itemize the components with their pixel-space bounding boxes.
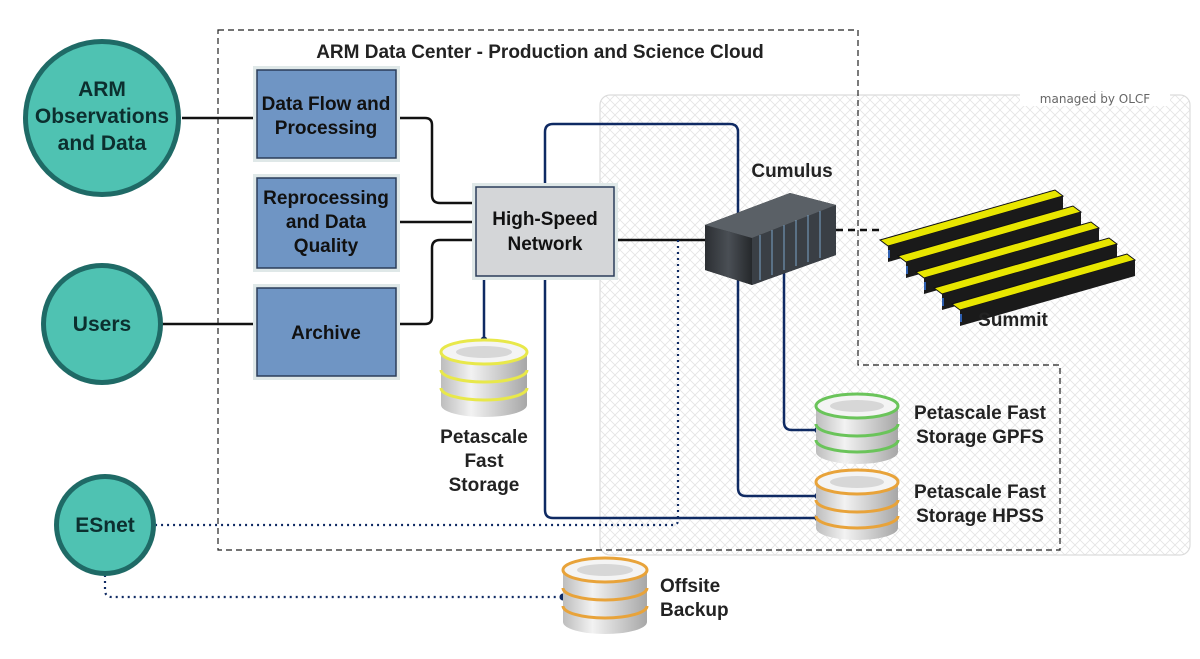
petascale-storage-icon	[439, 338, 529, 417]
arm-line-2: Observations	[35, 105, 169, 128]
high-speed-network-box: High-Speed Network	[472, 183, 618, 280]
link-network-to-esnet	[156, 240, 680, 527]
cumulus-label: Cumulus	[751, 161, 832, 182]
link-cumulus-to-gpfs	[782, 262, 818, 432]
reprocessing-line-2: and Data	[286, 212, 367, 233]
data-flow-line-2: Processing	[275, 118, 377, 139]
link-esnet-to-offsite	[103, 575, 563, 599]
hpss-storage-icon	[814, 468, 900, 540]
offsite-line-2: Backup	[660, 600, 729, 621]
reprocessing-line-1: Reprocessing	[263, 188, 389, 209]
petascale-line-3: Storage	[449, 475, 520, 496]
gpfs-line-1: Petascale Fast	[914, 403, 1047, 424]
offsite-backup-icon	[561, 556, 649, 634]
archive-label: Archive	[291, 323, 361, 344]
gpfs-line-2: Storage GPFS	[916, 427, 1044, 448]
link-network-to-hpss-lower	[543, 280, 818, 520]
reprocessing-line-3: Quality	[294, 236, 359, 257]
link-archive-to-network	[398, 238, 476, 326]
navy-connectors	[482, 122, 818, 520]
link-network-to-hpss-upper	[543, 122, 818, 498]
offsite-line-1: Offsite	[660, 576, 720, 597]
data-flow-line-1: Data Flow and	[262, 94, 391, 115]
arm-line-3: and Data	[58, 132, 147, 155]
link-dataflow-to-network	[398, 116, 476, 205]
archive-box: Archive	[253, 284, 400, 380]
petascale-line-2: Fast	[464, 451, 504, 472]
diagram-title: ARM Data Center - Production and Science…	[316, 42, 764, 63]
arm-data-center-boundary	[217, 29, 1061, 551]
esnet-links	[103, 240, 680, 599]
esnet-label: ESnet	[75, 514, 135, 537]
summit-supercomputer-icon	[878, 189, 1137, 326]
summit-label: Summit	[978, 310, 1048, 331]
gpfs-storage-icon	[814, 392, 900, 464]
network-line-2: Network	[508, 234, 583, 255]
petascale-line-1: Petascale	[440, 427, 528, 448]
reprocessing-box: Reprocessing and Data Quality	[253, 174, 400, 272]
esnet-node: ESnet	[54, 474, 156, 576]
hpss-line-1: Petascale Fast	[914, 482, 1047, 503]
users-node: Users	[41, 263, 163, 385]
network-line-1: High-Speed	[492, 209, 598, 230]
arm-observations-node: ARM Observations and Data	[23, 39, 181, 197]
arm-line-1: ARM	[78, 78, 126, 101]
cumulus-cluster-icon	[705, 193, 836, 285]
connectors	[160, 116, 880, 326]
users-label: Users	[73, 313, 131, 336]
data-flow-box: Data Flow and Processing	[253, 66, 400, 162]
managed-by-label-text: managed by OLCF	[1040, 92, 1150, 106]
hpss-line-2: Storage HPSS	[916, 506, 1044, 527]
